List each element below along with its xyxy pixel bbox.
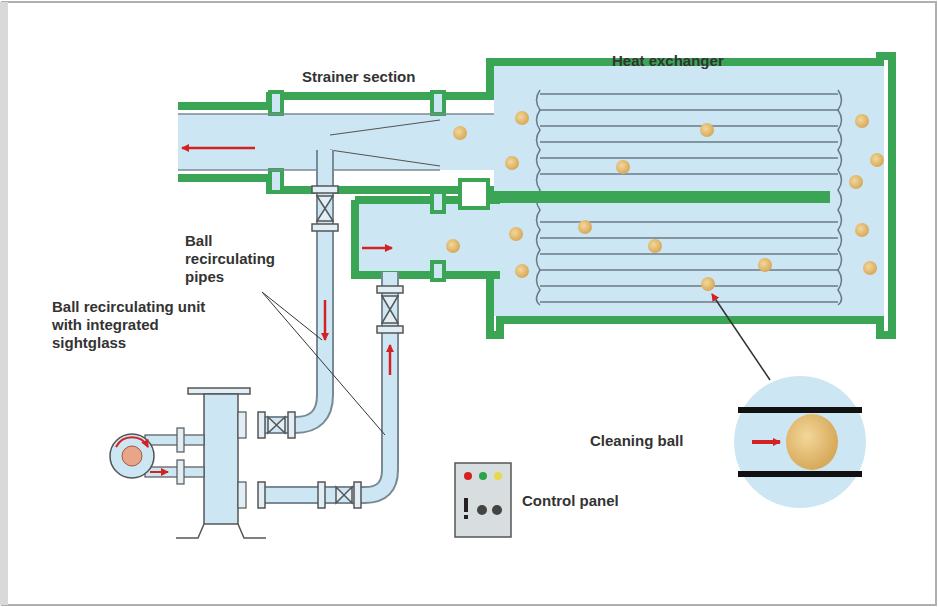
tube-line — [540, 141, 838, 142]
tube-line — [540, 285, 838, 286]
tube-line — [540, 173, 838, 174]
part-label: Strainer section — [302, 68, 462, 86]
tube-line — [540, 157, 838, 158]
tube-line — [540, 93, 838, 94]
tube-line — [540, 269, 838, 270]
tube-line — [540, 125, 838, 126]
tube-line — [540, 237, 838, 238]
tube-line — [540, 253, 838, 254]
part-label: Cleaning ball — [590, 432, 710, 450]
part-label: Ball recirculating pipes — [185, 232, 297, 286]
part-label: Heat exchanger — [612, 52, 772, 70]
part-label: Ball recirculating unit with integrated … — [52, 298, 232, 352]
tube-line — [540, 301, 838, 302]
part-label: Control panel — [522, 492, 652, 510]
tube-line — [540, 109, 838, 110]
